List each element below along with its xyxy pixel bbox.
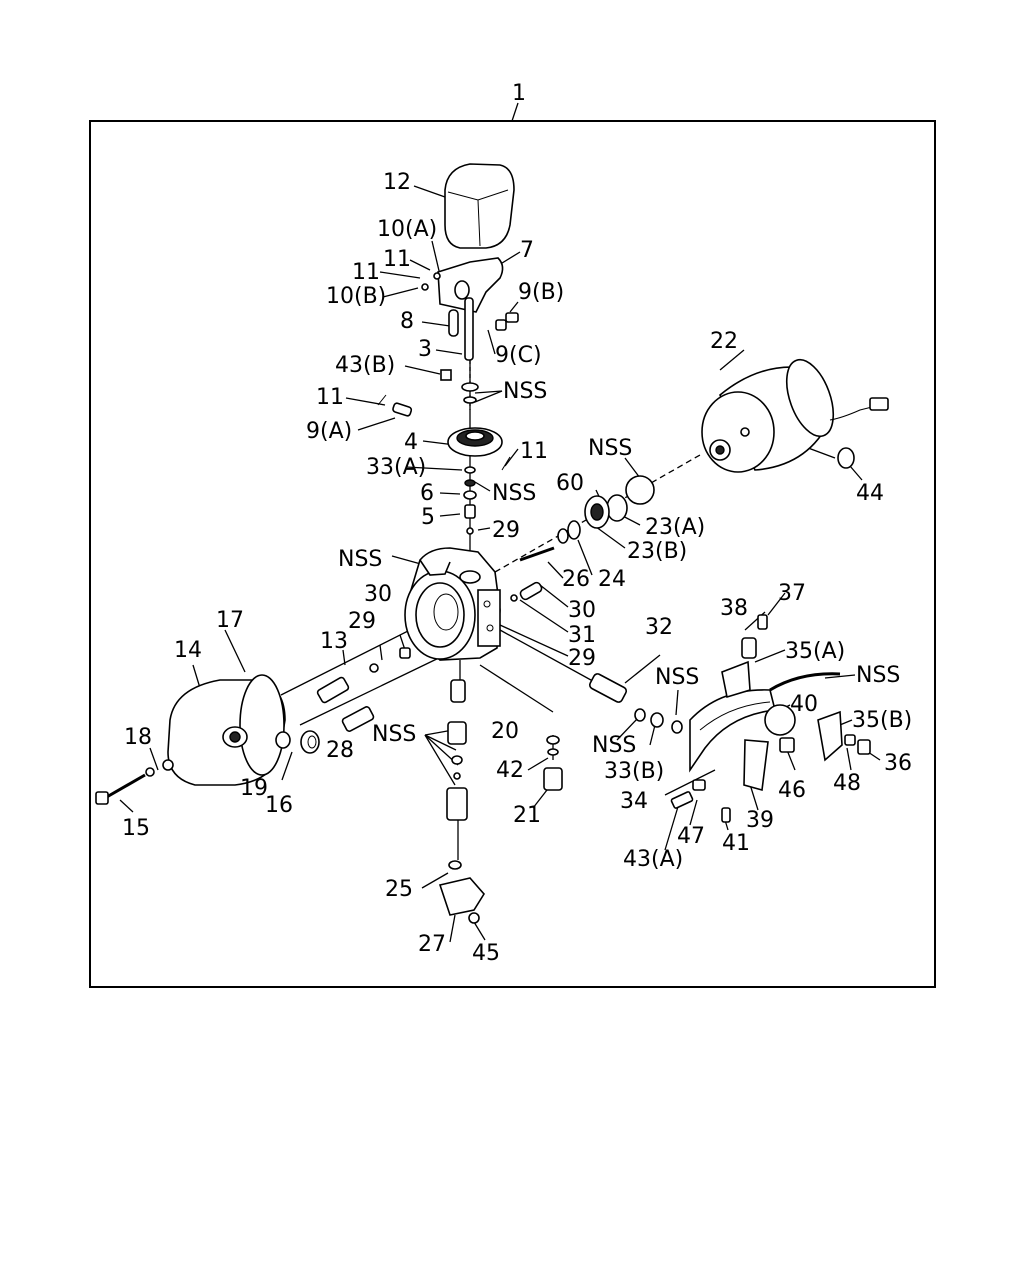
callout-48: 48 bbox=[833, 771, 861, 796]
callout-27: 27 bbox=[418, 932, 446, 957]
callout-nss-7: NSS bbox=[856, 663, 900, 688]
callout-15: 15 bbox=[122, 816, 150, 841]
callout-9a: 9(A) bbox=[306, 419, 352, 444]
callout-14: 14 bbox=[174, 638, 202, 663]
callout-35b: 35(B) bbox=[852, 708, 912, 733]
callout-30a: 30 bbox=[364, 582, 392, 607]
callout-34: 34 bbox=[620, 789, 648, 814]
callout-42: 42 bbox=[496, 758, 524, 783]
callout-11c: 11 bbox=[316, 385, 344, 410]
callout-18: 18 bbox=[124, 725, 152, 750]
callout-22: 22 bbox=[710, 329, 738, 354]
callout-37: 37 bbox=[778, 581, 806, 606]
callout-60: 60 bbox=[556, 471, 584, 496]
callout-labels: 1 12 10(A) 7 11 11 10(B) 9(B) 8 3 9(C) 4… bbox=[122, 81, 912, 966]
callout-10a: 10(A) bbox=[377, 217, 437, 242]
callout-nss-1: NSS bbox=[503, 379, 547, 404]
callout-23b: 23(B) bbox=[627, 539, 687, 564]
callout-43a: 43(A) bbox=[623, 847, 683, 872]
callout-7: 7 bbox=[520, 238, 534, 263]
callout-11a: 11 bbox=[383, 247, 411, 272]
callout-20: 20 bbox=[491, 719, 519, 744]
callout-40: 40 bbox=[790, 692, 818, 717]
callout-nss-8: NSS bbox=[592, 733, 636, 758]
callout-nss-2: NSS bbox=[492, 481, 536, 506]
diagram-frame bbox=[89, 120, 936, 988]
callout-28: 28 bbox=[326, 738, 354, 763]
callout-nss-6: NSS bbox=[655, 665, 699, 690]
callout-9b: 9(B) bbox=[518, 280, 564, 305]
callout-23a: 23(A) bbox=[645, 515, 705, 540]
callout-47: 47 bbox=[677, 824, 705, 849]
assembly-number-label: 1 bbox=[512, 81, 526, 106]
callout-44: 44 bbox=[856, 481, 884, 506]
callout-29c: 29 bbox=[568, 646, 596, 671]
callout-4: 4 bbox=[404, 430, 418, 455]
callout-35a: 35(A) bbox=[785, 639, 845, 664]
callout-10b: 10(B) bbox=[326, 284, 386, 309]
callout-29b: 29 bbox=[348, 609, 376, 634]
callout-13: 13 bbox=[320, 629, 348, 654]
callout-21: 21 bbox=[513, 803, 541, 828]
parts-drawing bbox=[95, 163, 889, 924]
callout-33a: 33(A) bbox=[366, 455, 426, 480]
callout-45: 45 bbox=[472, 941, 500, 966]
callout-3: 3 bbox=[418, 337, 432, 362]
callout-5: 5 bbox=[421, 505, 435, 530]
callout-nss-5: NSS bbox=[372, 722, 416, 747]
callout-16: 16 bbox=[265, 793, 293, 818]
callout-26: 26 bbox=[562, 567, 590, 592]
callout-nss-3: NSS bbox=[588, 436, 632, 461]
callout-46: 46 bbox=[778, 778, 806, 803]
callout-25: 25 bbox=[385, 877, 413, 902]
assembly-leader bbox=[511, 102, 519, 122]
callout-43b: 43(B) bbox=[335, 353, 395, 378]
callout-12: 12 bbox=[383, 170, 411, 195]
callout-30b: 30 bbox=[568, 598, 596, 623]
callout-19: 19 bbox=[240, 776, 268, 801]
callout-32: 32 bbox=[645, 615, 673, 640]
callout-31: 31 bbox=[568, 623, 596, 648]
callout-nss-4: NSS bbox=[338, 547, 382, 572]
callout-11b: 11 bbox=[352, 260, 380, 285]
callout-38: 38 bbox=[720, 596, 748, 621]
callout-6: 6 bbox=[420, 481, 434, 506]
callout-17: 17 bbox=[216, 608, 244, 633]
callout-24: 24 bbox=[598, 567, 626, 592]
callout-36: 36 bbox=[884, 751, 912, 776]
callout-29a: 29 bbox=[492, 518, 520, 543]
callout-8: 8 bbox=[400, 309, 414, 334]
callout-39: 39 bbox=[746, 808, 774, 833]
callout-9c: 9(C) bbox=[495, 343, 542, 368]
callout-11d: 11 bbox=[520, 439, 548, 464]
callout-33b: 33(B) bbox=[604, 759, 664, 784]
callout-41: 41 bbox=[722, 831, 750, 856]
